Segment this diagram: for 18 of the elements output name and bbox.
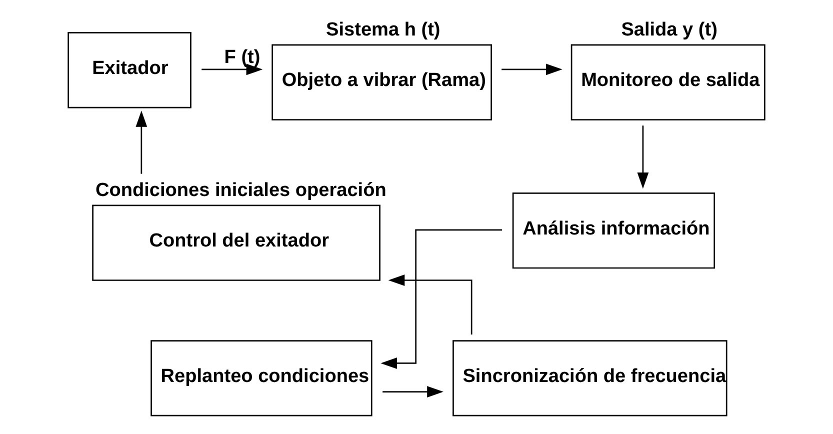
arrow <box>136 110 148 174</box>
node-label: Condiciones iniciales operación <box>96 180 386 202</box>
node-box: Monitoreo de salida <box>570 44 766 120</box>
node-label: Sistema h (t) <box>326 20 440 41</box>
arrow <box>382 386 444 398</box>
node-box: Análisis información <box>512 192 716 269</box>
arrow <box>380 229 502 369</box>
arrow <box>637 126 649 189</box>
node-box: Exitador <box>68 32 192 108</box>
arrow <box>502 64 562 76</box>
node-box: Replanteo condiciones <box>150 340 372 416</box>
node-label: Salida y (t) <box>621 20 718 41</box>
arrow <box>388 274 472 335</box>
node-box: Sincronización de frecuencia <box>452 340 728 416</box>
edge-label: F (t) <box>224 46 260 68</box>
node-box: Objeto a vibrar (Rama) <box>272 44 492 120</box>
node-box: Control del exitador <box>92 204 380 281</box>
arrow <box>202 64 263 76</box>
